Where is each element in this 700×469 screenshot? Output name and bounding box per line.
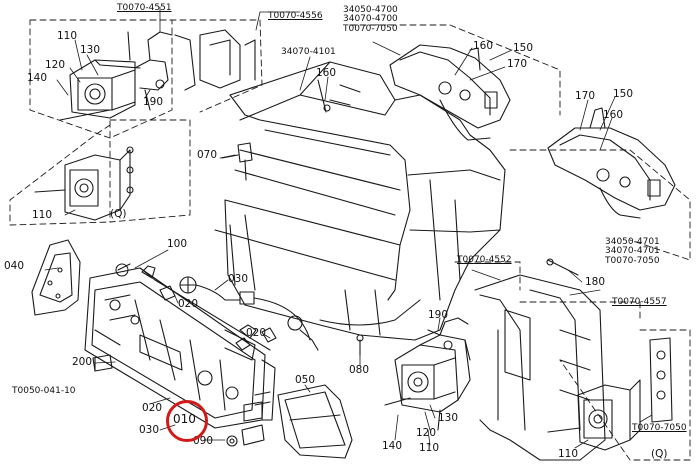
side-frame-040 bbox=[31, 239, 81, 316]
label-120-top-left: 120 bbox=[45, 59, 66, 71]
bracket-top bbox=[199, 29, 256, 89]
top-left-lamp bbox=[59, 31, 196, 121]
label-180: 180 bbox=[585, 276, 606, 288]
label-170-right-lower: 170 bbox=[575, 90, 596, 102]
leader-lines bbox=[44, 6, 653, 449]
right-fender-parts bbox=[474, 274, 606, 461]
bracket-200 bbox=[92, 354, 113, 372]
bolt-070 bbox=[221, 142, 253, 181]
label-110-q-right: 110 bbox=[558, 448, 579, 460]
label-130-bottom: 130 bbox=[438, 412, 459, 424]
label-150-right-lower: 150 bbox=[613, 88, 634, 100]
screw-190-b bbox=[427, 329, 441, 336]
label-q-right: (Q) bbox=[651, 448, 668, 460]
label-030-upper: 030 bbox=[228, 273, 249, 285]
label-050: 050 bbox=[295, 374, 316, 386]
ref-t0050-041-10: T0050-041-10 bbox=[12, 386, 76, 396]
label-020-middle: 020 bbox=[246, 327, 267, 339]
label-q-left: (Q) bbox=[110, 208, 127, 220]
screw-180 bbox=[546, 258, 579, 276]
screw-160-top bbox=[317, 79, 331, 113]
cover-150-lower bbox=[547, 107, 676, 219]
label-110-top-left: 110 bbox=[57, 30, 78, 42]
small-parts-bottom bbox=[226, 401, 265, 447]
label-160-right-upper: 160 bbox=[473, 40, 494, 52]
ref-t0070-4552: T0070-4552 bbox=[457, 255, 512, 265]
label-080: 080 bbox=[349, 364, 370, 376]
label-120-bottom: 120 bbox=[416, 427, 437, 439]
ref-t0070-7050-right: T0070-7050 bbox=[632, 423, 687, 433]
label-070: 070 bbox=[197, 149, 218, 161]
q-lamp-right bbox=[547, 337, 673, 451]
label-130-top-left: 130 bbox=[80, 44, 101, 56]
ref-t0070-4556: T0070-4556 bbox=[268, 11, 323, 21]
label-020-upper: 020 bbox=[178, 298, 199, 310]
label-160-top: 160 bbox=[316, 67, 337, 79]
label-200: 200 bbox=[72, 356, 93, 368]
label-030-lower: 030 bbox=[139, 424, 160, 436]
label-110-bottom: 110 bbox=[419, 442, 440, 454]
label-090: 090 bbox=[193, 435, 214, 447]
label-160-right-lower: 160 bbox=[603, 109, 624, 121]
ref-34050-4701-group: 34050-4701 34070-4701 T0070-7050 bbox=[605, 237, 660, 266]
bolt-080 bbox=[356, 334, 364, 356]
label-190-top-left: 190 bbox=[143, 96, 164, 108]
ref-34050-4700-group: 34050-4700 34070-4700 T0070-7050 bbox=[343, 5, 398, 34]
label-040: 040 bbox=[4, 260, 25, 272]
label-150-right-upper: 150 bbox=[513, 42, 534, 54]
bulbs-and-sockets bbox=[115, 263, 319, 351]
label-140-bottom: 140 bbox=[382, 440, 403, 452]
ref-t0070-4557: T0070-4557 bbox=[612, 297, 667, 307]
bottom-right-lamp bbox=[384, 317, 471, 431]
highlight-circle bbox=[166, 400, 208, 442]
label-170-right-upper: 170 bbox=[507, 58, 528, 70]
label-100: 100 bbox=[167, 238, 188, 250]
q-lamp-left bbox=[34, 146, 134, 221]
ref-t0070-4551: T0070-4551 bbox=[117, 3, 172, 13]
dashed-group-frames bbox=[9, 19, 691, 461]
hood-body bbox=[214, 61, 506, 341]
label-140-top-left: 140 bbox=[27, 72, 48, 84]
label-110-q-left: 110 bbox=[32, 209, 53, 221]
corner-lamp-050 bbox=[277, 384, 353, 459]
ref-34070-4101: 34070-4101 bbox=[281, 47, 336, 57]
label-010-highlighted: 010 bbox=[173, 412, 196, 426]
label-020-lower: 020 bbox=[142, 402, 163, 414]
label-190-bottom: 190 bbox=[428, 309, 449, 321]
front-grille-panel bbox=[84, 267, 276, 429]
